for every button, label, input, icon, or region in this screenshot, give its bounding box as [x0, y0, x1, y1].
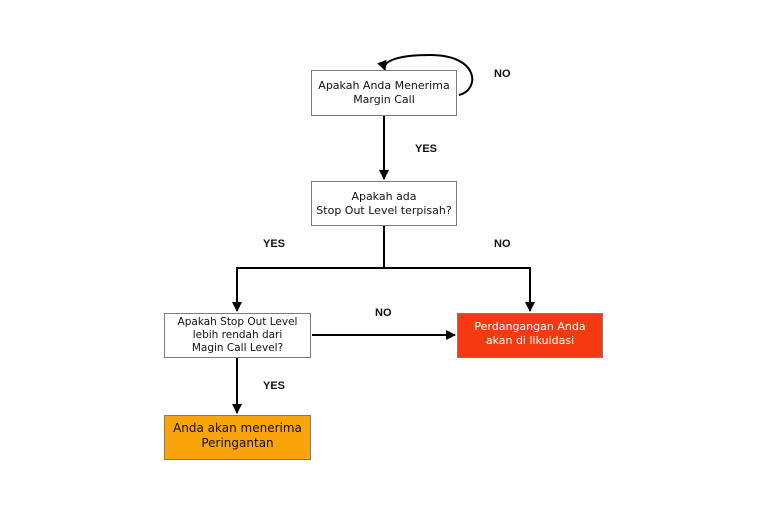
node-text-line: Anda akan menerima [173, 421, 302, 435]
label-q3-yes: YES [263, 380, 286, 392]
node-text-line: Apakah Anda Menerima [318, 79, 450, 92]
node-text-line: lebih rendah dari [192, 329, 283, 341]
node-text-line: Margin Call [353, 93, 415, 106]
label-q3-no: NO [375, 307, 392, 319]
label-q1-yes: YES [415, 143, 438, 155]
node-stop-out-question: Apakah ada Stop Out Level terpisah? [311, 181, 457, 226]
label-q2-yes: YES [263, 238, 286, 250]
node-text-line: akan di likuidasi [485, 334, 575, 347]
node-text-line: Perdangangan Anda [474, 320, 586, 333]
node-text-line: Apakah Stop Out Level [177, 316, 298, 328]
loop-arrow-q1-no [377, 53, 474, 96]
node-liquidated-result: Perdangangan Anda akan di likuidasi [457, 313, 603, 358]
node-warning-result: Anda akan menerima Peringantan [164, 415, 311, 460]
node-text-line: Peringantan [201, 436, 274, 450]
label-q2-no: NO [494, 238, 511, 250]
node-margin-call-question: Apakah Anda Menerima Margin Call [311, 70, 457, 116]
node-text-line: Apakah ada [351, 189, 417, 203]
node-text-line: Magin Call Level? [191, 342, 284, 354]
label-q1-no: NO [494, 68, 511, 80]
node-text-line: Stop Out Level terpisah? [316, 203, 452, 217]
node-stop-out-lower-question: Apakah Stop Out Level lebih rendah dari … [164, 313, 311, 358]
